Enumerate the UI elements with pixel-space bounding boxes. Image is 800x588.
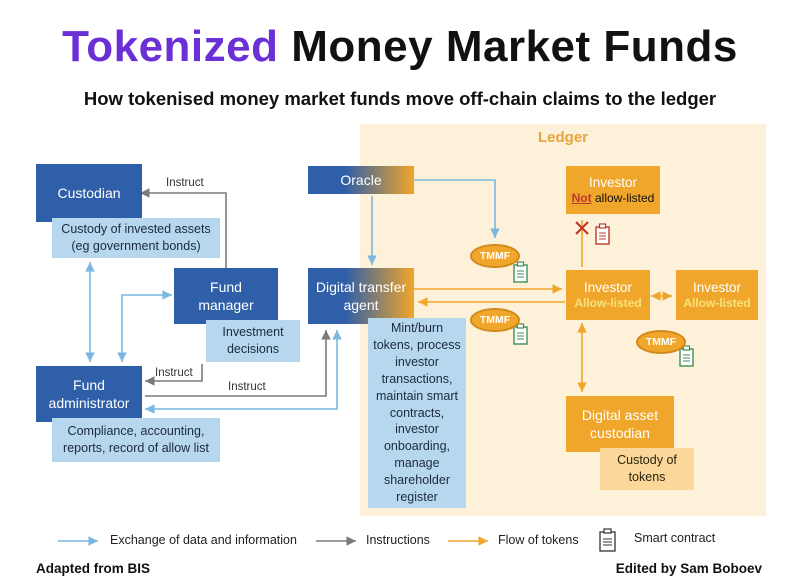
data-arrow-fm-admin bbox=[117, 290, 172, 362]
fund-administrator-description: Compliance, accounting, reports, record … bbox=[52, 418, 220, 462]
smart-contract-icon bbox=[513, 323, 528, 345]
instruct-label: Instruct bbox=[155, 367, 193, 379]
dac-label: Digital asset custodian bbox=[581, 406, 659, 441]
title-rest: Money Market Funds bbox=[291, 22, 738, 71]
blocked-x-icon bbox=[575, 221, 589, 235]
dac-description: Custody of tokens bbox=[600, 448, 694, 490]
instruct-label: Instruct bbox=[228, 381, 266, 393]
dta-description-text: Mint/burn tokens, process investor trans… bbox=[373, 321, 461, 504]
fund-manager-description-text: Investment decisions bbox=[222, 325, 284, 356]
fund-administrator-box: Fund administrator bbox=[36, 366, 142, 422]
custodian-label: Custodian bbox=[57, 184, 121, 201]
investor-right-sub: Allow-listed bbox=[683, 295, 751, 310]
page-title: Tokenized Money Market Funds bbox=[0, 22, 800, 72]
investor-top-label: Investor bbox=[588, 174, 637, 190]
custodian-box: Custodian bbox=[36, 164, 142, 222]
investor-mid-sub: Allow-listed bbox=[574, 295, 642, 310]
investor-allowlisted-box: Investor Allow-listed bbox=[566, 270, 650, 320]
investor-top-sub: allow-listed bbox=[594, 190, 655, 205]
fund-manager-label: Fund manager bbox=[198, 278, 254, 313]
custodian-description: Custody of invested assets (eg governmen… bbox=[52, 218, 220, 258]
investor-right-label: Investor bbox=[692, 279, 742, 295]
fund-administrator-label: Fund administrator bbox=[48, 376, 130, 411]
dta-label: Digital transfer agent bbox=[315, 278, 407, 313]
tmmf-token: TMMF bbox=[470, 244, 520, 268]
oracle-label: Oracle bbox=[340, 171, 382, 188]
custodian-description-text: Custody of invested assets (eg governmen… bbox=[61, 222, 211, 253]
fund-manager-box: Fund manager bbox=[174, 268, 278, 324]
legend-smart-contract-label: Smart contract bbox=[634, 531, 716, 545]
oracle-box: Oracle bbox=[308, 166, 414, 194]
tmmf-token: TMMF bbox=[470, 308, 520, 332]
dta-description: Mint/burn tokens, process investor trans… bbox=[368, 318, 466, 508]
instruct-label: Instruct bbox=[166, 177, 204, 189]
smart-contract-icon bbox=[599, 528, 616, 552]
data-arrow-admin-dta bbox=[145, 330, 342, 414]
ledger-title: Ledger bbox=[537, 129, 588, 146]
investor-mid-label: Investor bbox=[583, 279, 633, 295]
not-label: Not bbox=[571, 190, 592, 205]
smart-contract-icon bbox=[513, 261, 528, 283]
footer-source: Adapted from BIS bbox=[36, 561, 151, 576]
fund-manager-description: Investment decisions bbox=[206, 320, 300, 362]
digital-asset-custodian-box: Digital asset custodian bbox=[566, 396, 674, 452]
footer-editor: Edited by Sam Boboev bbox=[615, 561, 762, 576]
fund-administrator-description-text: Compliance, accounting, reports, record … bbox=[63, 424, 209, 455]
legend-data-label: Exchange of data and information bbox=[110, 533, 297, 547]
legend-tokens-label: Flow of tokens bbox=[498, 533, 579, 547]
title-accent: Tokenized bbox=[62, 22, 279, 71]
smart-contract-icon bbox=[679, 345, 694, 367]
page-subtitle: How tokenised money market funds move of… bbox=[83, 88, 717, 109]
smart-contract-icon bbox=[595, 223, 610, 245]
dac-description-text: Custody of tokens bbox=[617, 453, 677, 484]
investor-allowlisted-right-box: Investor Allow-listed bbox=[676, 270, 758, 320]
data-arrow-oracle-token bbox=[413, 179, 500, 238]
instruct-arrow-fm-to-custodian bbox=[140, 188, 227, 268]
digital-transfer-agent-box: Digital transfer agent bbox=[308, 268, 414, 324]
legend-instructions-label: Instructions bbox=[366, 533, 430, 547]
tmmf-token: TMMF bbox=[636, 330, 686, 354]
investor-not-allowlisted-box: Investor Not allow-listed bbox=[566, 166, 660, 214]
